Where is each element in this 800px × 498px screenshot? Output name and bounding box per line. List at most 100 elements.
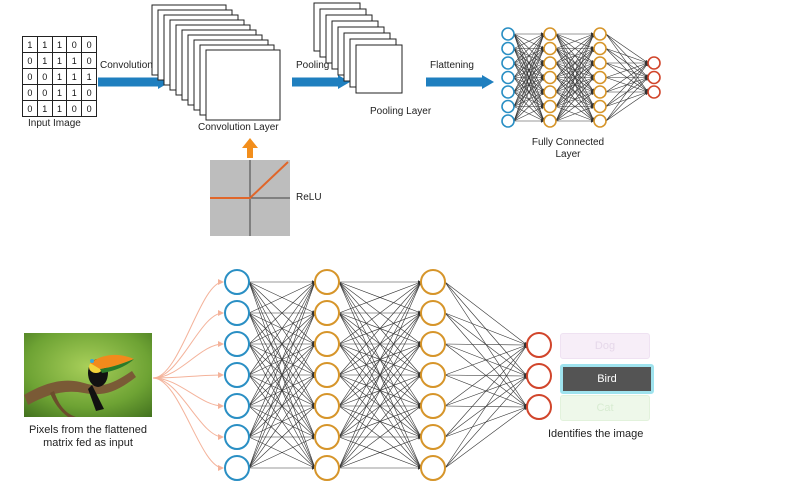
input-link	[152, 377, 224, 409]
fc-top-connection	[555, 62, 595, 122]
fc-top-node	[501, 56, 515, 70]
nn-bottom-node	[224, 393, 250, 419]
matrix-cell: 1	[52, 53, 68, 69]
fc-top-node	[501, 85, 515, 99]
input-link	[152, 377, 224, 471]
nn-bottom-node	[420, 424, 446, 450]
toucan-illustration	[24, 333, 152, 417]
matrix-cell: 0	[37, 69, 53, 85]
matrix-cell: 0	[23, 101, 38, 117]
nn-bottom-connection	[444, 343, 528, 347]
matrix-cell: 0	[23, 69, 38, 85]
input-link	[152, 279, 224, 379]
fc-top-connection	[513, 33, 545, 122]
matrix-cell: 0	[67, 101, 83, 117]
fc-top-connection	[513, 91, 545, 122]
nn-bottom-connection	[338, 281, 422, 376]
nn-bottom-node	[420, 331, 446, 357]
fc-top-connection	[555, 91, 595, 122]
nn-bottom-node	[314, 362, 340, 388]
class-box-dog: Dog	[560, 333, 650, 359]
fc-top-node	[501, 41, 515, 56]
nn-bottom-connection	[444, 312, 528, 346]
flattening-arrow	[426, 75, 494, 89]
nn-bottom-connection	[444, 344, 528, 376]
fc-top-connection	[555, 33, 595, 107]
nn-bottom-node	[420, 393, 446, 419]
fc-top-connection	[513, 33, 545, 64]
nn-bottom-connection	[248, 281, 316, 407]
input-link	[152, 372, 224, 379]
matrix-cell: 1	[67, 53, 83, 69]
nn-bottom-connection	[338, 405, 422, 469]
matrix-cell: 0	[23, 85, 38, 101]
fc-top-node	[543, 85, 557, 99]
fc-top-node	[543, 41, 557, 56]
nn-bottom-connection	[338, 281, 422, 438]
fc-top-node	[501, 114, 515, 128]
input-link	[152, 341, 224, 379]
nn-bottom-node	[420, 300, 446, 326]
fc-top-connection	[513, 33, 545, 78]
nn-bottom-connection	[444, 281, 528, 346]
matrix-cell: 0	[67, 37, 83, 53]
nn-bottom-connection	[248, 436, 316, 469]
matrix-cell: 0	[82, 53, 97, 69]
fc-top-connection	[555, 33, 595, 93]
nn-bottom-node	[526, 363, 552, 389]
fc-top-node	[501, 27, 515, 41]
matrix-cell: 0	[82, 101, 97, 117]
nn-bottom-connection	[338, 436, 422, 469]
toucan-photo	[24, 333, 152, 417]
fc-top-connection	[513, 33, 545, 49]
class-box-cat: Cat	[560, 395, 650, 421]
relu-label: ReLU	[296, 192, 322, 203]
nn-bottom-connection	[444, 406, 528, 469]
fc-top-connection	[605, 33, 649, 64]
nn-bottom-connection	[338, 374, 422, 469]
fc-top-connection	[605, 91, 649, 122]
convolution-arrow	[98, 75, 170, 89]
fc-top-node	[593, 99, 607, 114]
output-caption: Identifies the image	[548, 428, 644, 440]
fc-top-connection	[513, 47, 545, 122]
input-link	[152, 377, 224, 440]
fc-top-connection	[605, 48, 649, 64]
nn-bottom-connection	[248, 281, 316, 314]
fc-top-connection	[555, 77, 595, 122]
matrix-cell: 1	[52, 101, 68, 117]
pooled-map	[355, 44, 403, 94]
fc-top-connection	[605, 62, 649, 122]
fc-top-connection	[513, 33, 545, 107]
fc-top-connection	[555, 105, 595, 122]
nn-bottom-connection	[444, 344, 528, 469]
matrix-cell: 1	[67, 85, 83, 101]
nn-bottom-connection	[248, 312, 316, 469]
fc-top-node	[647, 70, 661, 85]
nn-bottom-node	[224, 331, 250, 357]
nn-bottom-connection	[248, 405, 316, 469]
fully-connected-label-line2: Layer	[555, 149, 581, 160]
nn-bottom-node	[314, 269, 340, 295]
fc-top-connection	[605, 77, 649, 122]
nn-bottom-node	[224, 269, 250, 295]
fc-top-connection	[555, 33, 595, 122]
nn-bottom-connection	[444, 344, 528, 407]
nn-bottom-node	[526, 332, 552, 358]
input-caption-line2: matrix fed as input	[43, 437, 133, 449]
nn-bottom-connection	[338, 281, 422, 469]
relu-up-arrow	[242, 138, 258, 158]
matrix-cell: 1	[37, 101, 53, 117]
nn-bottom-node	[314, 424, 340, 450]
nn-bottom-connection	[444, 375, 528, 469]
nn-bottom-connection	[248, 374, 316, 469]
nn-bottom-connection	[338, 343, 422, 469]
nn-bottom-node	[420, 455, 446, 481]
fc-top-connection	[513, 77, 545, 122]
input-caption-line1: Pixels from the flattened	[28, 424, 147, 436]
matrix-cell: 1	[82, 69, 97, 85]
convolution-arrow-label: Convolution	[100, 60, 153, 71]
fc-top-node	[543, 27, 557, 41]
nn-bottom-connection	[338, 281, 422, 345]
